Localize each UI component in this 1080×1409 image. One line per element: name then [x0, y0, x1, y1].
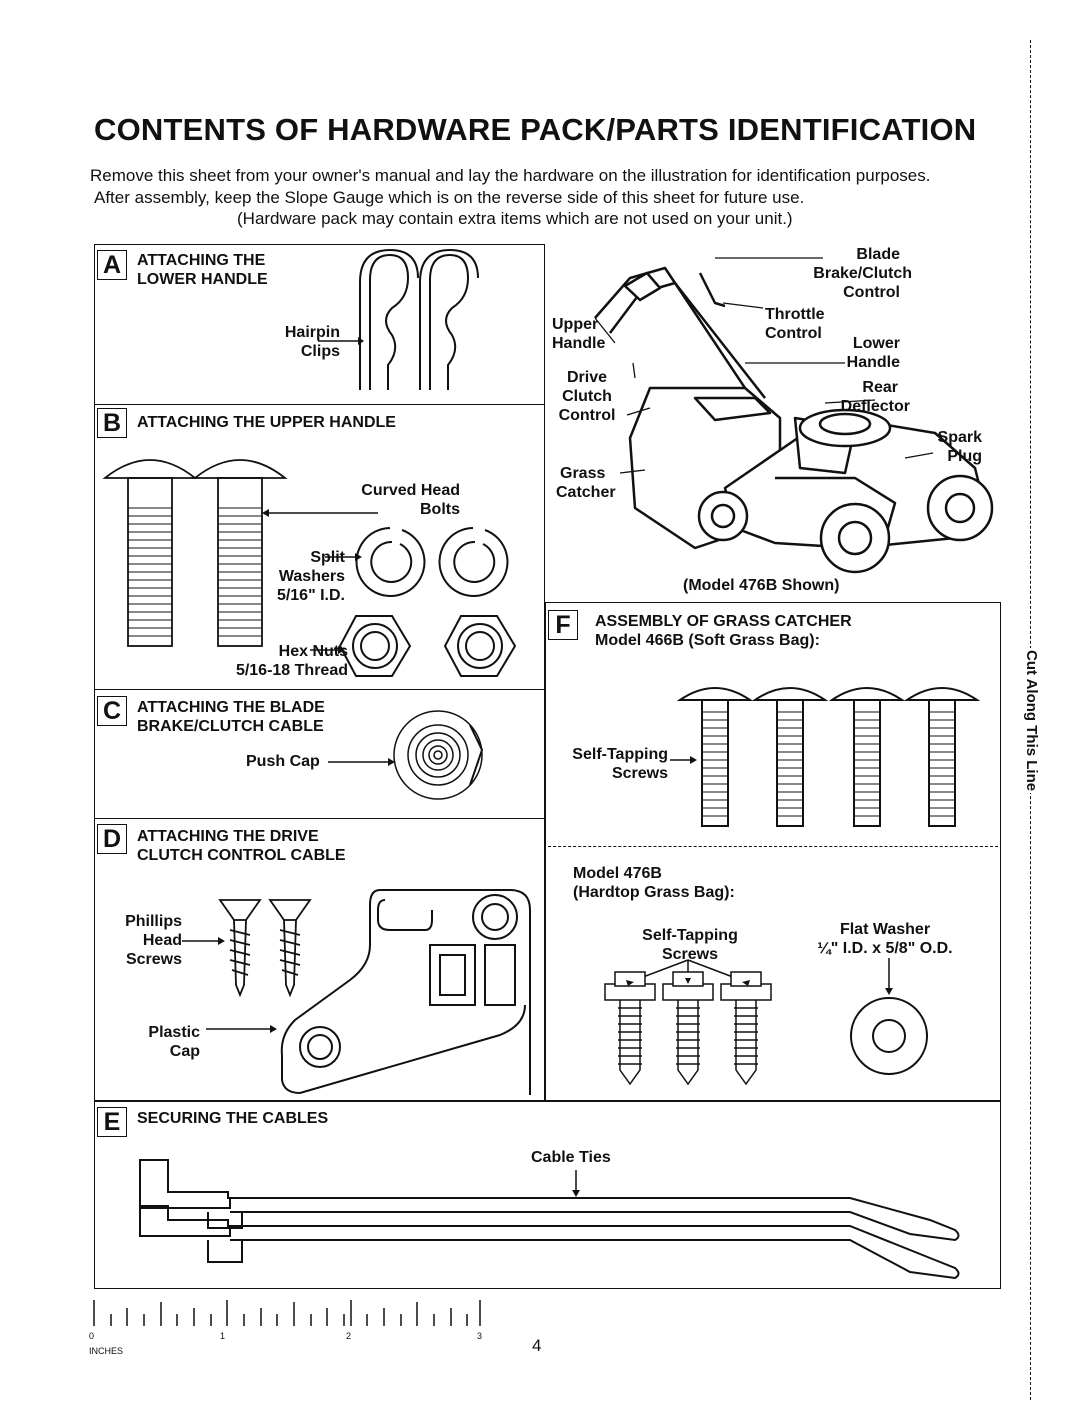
section-b-letter: B [97, 408, 127, 438]
section-c-letter: C [97, 696, 127, 726]
throttle-control-label: Throttle Control [765, 306, 825, 342]
section-d-heading: ATTACHING THE DRIVE CLUTCH CONTROL CABLE [137, 828, 346, 864]
intro-line-2: After assembly, keep the Slope Gauge whi… [94, 188, 805, 207]
divider-c-d [94, 818, 545, 819]
push-cap-label: Push Cap [246, 753, 320, 770]
ruler-label-2: 2 [346, 1331, 352, 1341]
flat-washer-label: Flat Washer ¼" I.D. x 5/8" O.D. [817, 921, 953, 957]
inch-ruler [93, 1300, 481, 1326]
intro-line-3: (Hardware pack may contain extra items w… [237, 209, 793, 228]
lawn-mower-illustration [594, 257, 994, 574]
cables-panel [94, 1101, 1001, 1289]
page-number: 4 [532, 1336, 542, 1355]
lower-handle-label: Lower Handle [846, 335, 900, 371]
curved-head-bolts-icon [102, 459, 288, 647]
divider-a-b [94, 404, 545, 405]
section-f-letter: F [548, 610, 578, 640]
upper-handle-label: Upper Handle [552, 316, 606, 352]
hex-nuts-label: Hex Nuts 5/16-18 Thread [235, 643, 348, 679]
phillips-screws-label: Phillips Head Screws [125, 913, 182, 968]
section-f-heading: ASSEMBLY OF GRASS CATCHER Model 466B (So… [595, 613, 852, 649]
ruler-label-0: 0 [89, 1331, 95, 1341]
blade-brake-clutch-label: Blade Brake/Clutch Control [813, 246, 912, 301]
split-washers-and-nuts-icon [310, 527, 517, 677]
curved-head-bolts-label: Curved Head Bolts [361, 482, 460, 518]
phillips-screws-icon [182, 899, 312, 998]
plastic-cap-label: Plastic Cap [148, 1024, 200, 1060]
drive-clutch-control-label: Drive Clutch Control [558, 369, 616, 424]
section-b-heading: ATTACHING THE UPPER HANDLE [137, 414, 396, 431]
cable-ties-icon [139, 1159, 960, 1280]
rear-deflector-label: Rear Deflector [840, 379, 910, 415]
self-tapping-screws-icon [670, 687, 981, 827]
section-e-letter: E [97, 1107, 127, 1137]
section-c-heading: ATTACHING THE BLADE BRAKE/CLUTCH CABLE [137, 699, 325, 735]
dashed-separator [548, 846, 998, 847]
section-a-heading: ATTACHING THE LOWER HANDLE [137, 252, 268, 288]
cut-line-label: Cut Along This Line [1023, 648, 1040, 794]
ruler-label-1: 1 [220, 1331, 226, 1341]
page-title: CONTENTS OF HARDWARE PACK/PARTS IDENTIFI… [94, 112, 977, 147]
divider-b-c [94, 689, 545, 690]
hardtop-screws-label: Self-Tapping Screws [642, 927, 738, 963]
left-parts-panel [94, 244, 545, 1101]
ruler-label-3: 3 [477, 1331, 483, 1341]
bolts-arrow-icon [262, 509, 378, 517]
hardtop-model-label: Model 476B (Hardtop Grass Bag): [573, 865, 735, 901]
plastic-cap-icon [206, 889, 531, 1095]
section-a-letter: A [97, 250, 127, 280]
hex-self-tapping-screws-icon [604, 959, 772, 1086]
push-cap-icon [328, 710, 484, 800]
soft-bag-screws-label: Self-Tapping Screws [572, 746, 668, 782]
section-d-letter: D [97, 824, 127, 854]
ruler-unit: INCHES [89, 1346, 124, 1356]
spark-plug-label: Spark Plug [937, 429, 982, 465]
hairpin-clips-icon [318, 248, 479, 390]
section-e-heading: SECURING THE CABLES [137, 1110, 329, 1127]
hairpin-clips-label: Hairpin Clips [284, 324, 340, 360]
flat-washer-icon [850, 958, 928, 1075]
grass-catcher-label: Grass Catcher [556, 465, 616, 501]
cable-ties-label: Cable Ties [531, 1149, 611, 1166]
model-shown-caption: (Model 476B Shown) [683, 577, 840, 594]
intro-line-1: Remove this sheet from your owner's manu… [90, 166, 931, 185]
grass-catcher-panel [545, 602, 1001, 1101]
